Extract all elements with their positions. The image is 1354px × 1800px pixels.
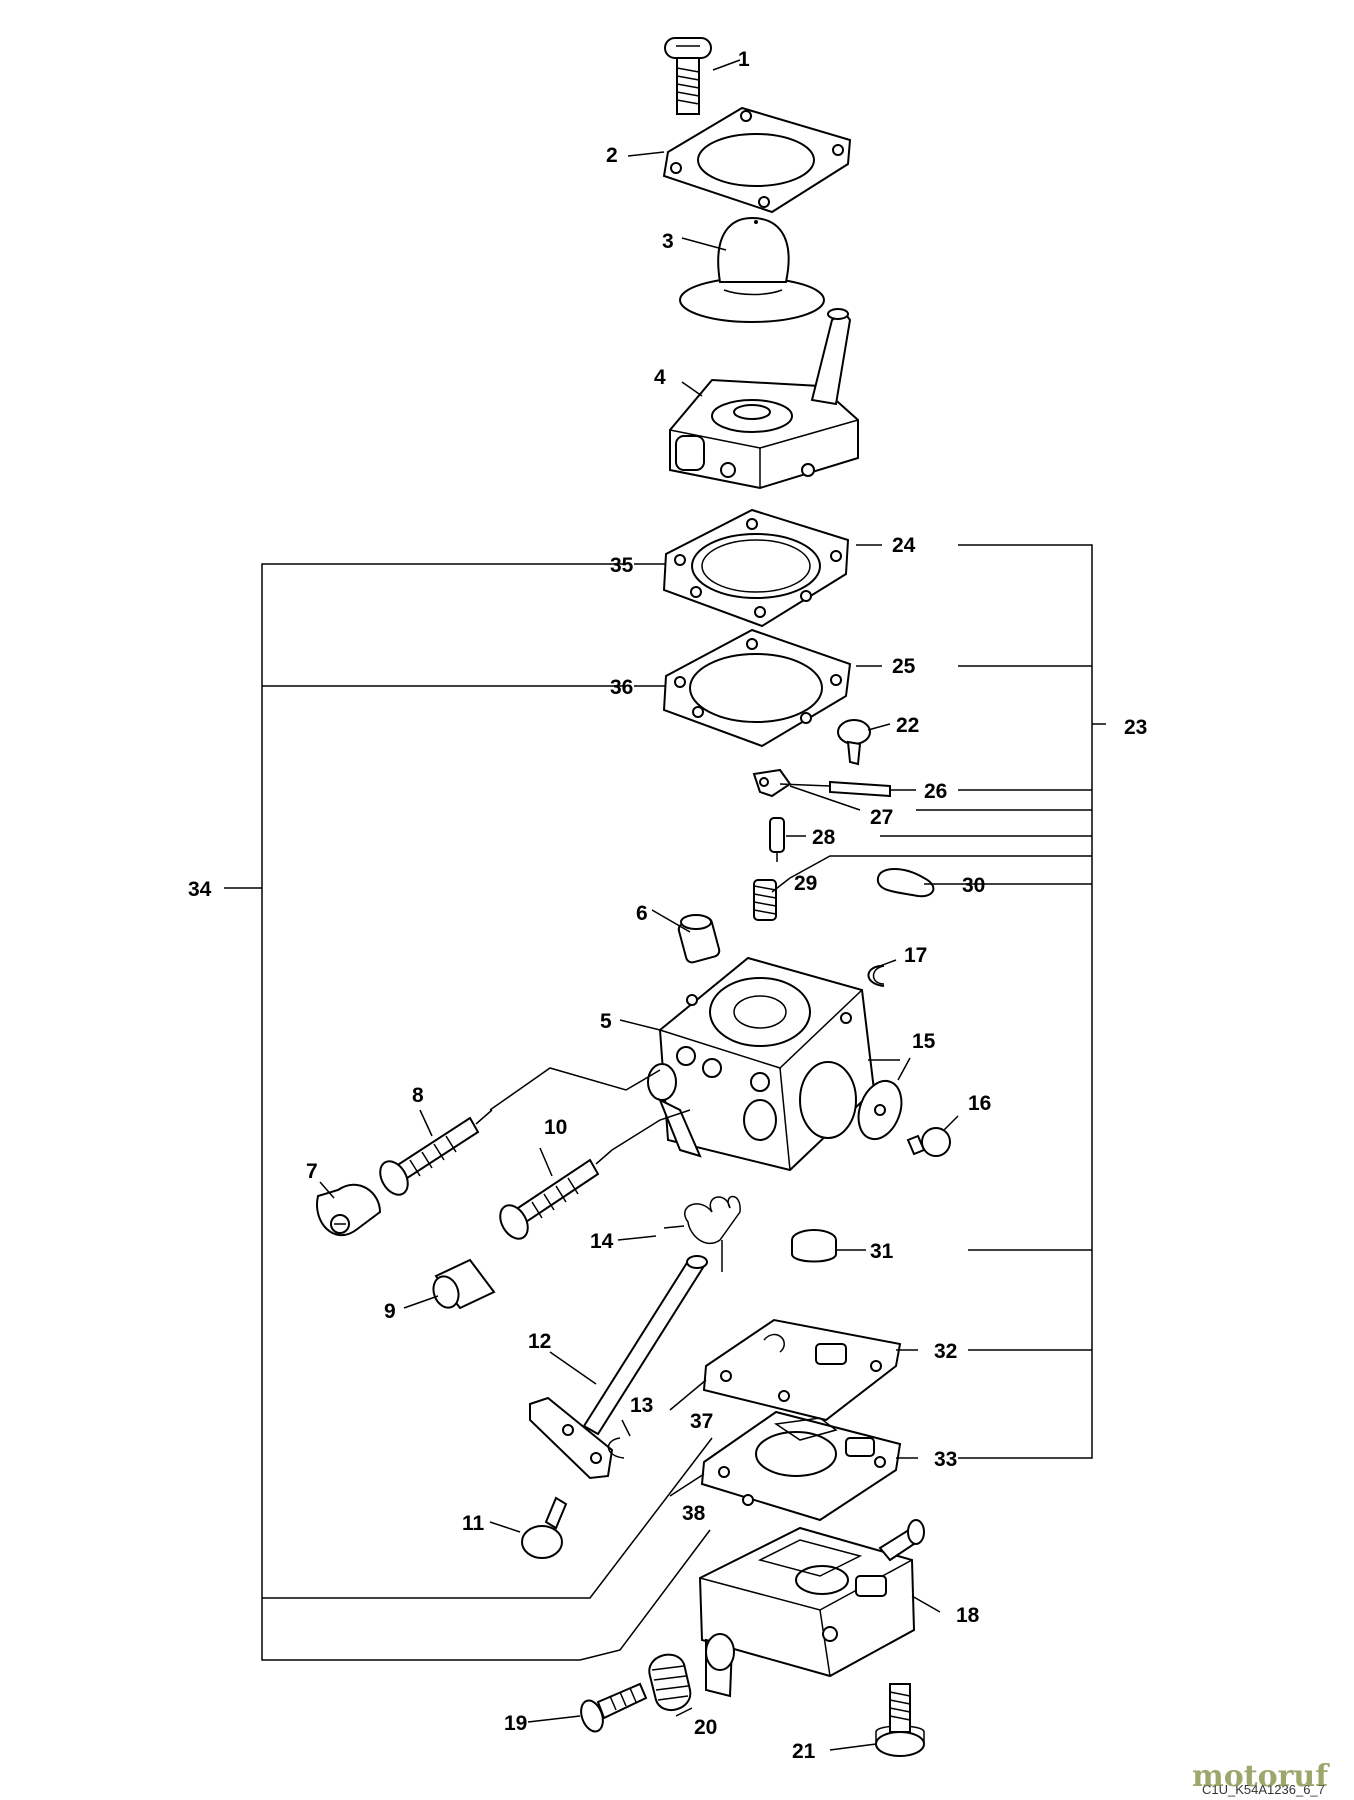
- part-36-25-gasket: [662, 628, 852, 748]
- drawing-code: C1U_K54A1236_6_7: [1202, 1782, 1325, 1797]
- callout-32: 32: [934, 1340, 957, 1363]
- part-5-carburetor-body: [647, 956, 876, 1172]
- part-4-pump-cover: [669, 308, 859, 490]
- callout-1: 1: [738, 48, 750, 71]
- callout-36: 36: [610, 676, 633, 699]
- part-30-key: [876, 868, 935, 898]
- motoruf-logo: motoruf: [1192, 1759, 1330, 1794]
- callout-34: 34: [188, 878, 212, 901]
- part-3-primer-bulb: [679, 216, 825, 323]
- callout-14: 14: [590, 1230, 614, 1253]
- part-31-filter: [791, 1229, 837, 1263]
- part-32-diaphragm: [702, 1318, 902, 1422]
- callout-9: 9: [384, 1300, 396, 1323]
- part-8-needle-screw: [379, 1109, 493, 1196]
- callout-30: 30: [962, 874, 985, 897]
- callout-19: 19: [504, 1712, 527, 1735]
- part-20-spring: [648, 1653, 692, 1711]
- callout-25: 25: [892, 655, 916, 678]
- callout-35: 35: [610, 554, 634, 577]
- part-21-screw: [875, 1683, 925, 1757]
- callout-8: 8: [412, 1084, 424, 1107]
- callout-18: 18: [956, 1604, 980, 1627]
- part-26-pin: [829, 780, 891, 798]
- callout-31: 31: [870, 1240, 894, 1263]
- callout-16: 16: [968, 1092, 991, 1115]
- part-9-cap: [432, 1258, 496, 1310]
- callout-13: 13: [630, 1394, 653, 1417]
- callout-11: 11: [462, 1512, 485, 1535]
- part-15-plate: [857, 1079, 903, 1141]
- callout-2: 2: [606, 144, 618, 167]
- callout-17: 17: [904, 944, 927, 967]
- part-2-gasket: [662, 106, 852, 214]
- part-18-pump-body: [698, 1519, 925, 1698]
- callout-20: 20: [694, 1716, 717, 1739]
- callout-6: 6: [636, 902, 648, 925]
- part-7-cap: [316, 1183, 382, 1237]
- part-16-screw: [906, 1127, 951, 1157]
- callout-33: 33: [934, 1448, 957, 1471]
- callout-38: 38: [682, 1502, 706, 1525]
- callout-labels: 1 2 3 4 24 35 25 36 22 23 26 27 28 29 30…: [188, 48, 1147, 1763]
- part-29-spring: [753, 879, 777, 921]
- callout-28: 28: [812, 826, 836, 849]
- callout-24: 24: [892, 534, 916, 557]
- part-19-screw: [580, 1682, 648, 1733]
- part-11-screw: [521, 1496, 568, 1559]
- part-28-needle: [769, 817, 785, 862]
- callout-37: 37: [690, 1410, 713, 1433]
- callout-27: 27: [870, 806, 893, 829]
- part-22-screw: [837, 719, 871, 766]
- callout-3: 3: [662, 230, 674, 253]
- part-14-spring: [663, 1195, 741, 1272]
- leader-lines: [224, 59, 1106, 1751]
- callout-22: 22: [896, 714, 919, 737]
- callout-5: 5: [600, 1010, 612, 1033]
- callout-12: 12: [528, 1330, 551, 1353]
- part-10-needle-screw: [499, 1149, 613, 1240]
- callout-15: 15: [912, 1030, 936, 1053]
- callout-4: 4: [654, 366, 666, 389]
- part-17-clip: [867, 965, 885, 987]
- part-35-24-diaphragm: [662, 508, 850, 628]
- part-13-clip: [607, 1437, 625, 1459]
- part-6-plug: [677, 914, 721, 964]
- callout-21: 21: [792, 1740, 816, 1763]
- part-1-screw: [664, 37, 712, 115]
- callout-7: 7: [306, 1160, 318, 1183]
- callout-29: 29: [794, 872, 817, 895]
- callout-10: 10: [544, 1116, 567, 1139]
- part-33-gasket: [700, 1410, 902, 1522]
- callout-26: 26: [924, 780, 947, 803]
- callout-23: 23: [1124, 716, 1147, 739]
- part-27-lever: [752, 768, 792, 798]
- part-12-throttle-shaft: [529, 1255, 708, 1480]
